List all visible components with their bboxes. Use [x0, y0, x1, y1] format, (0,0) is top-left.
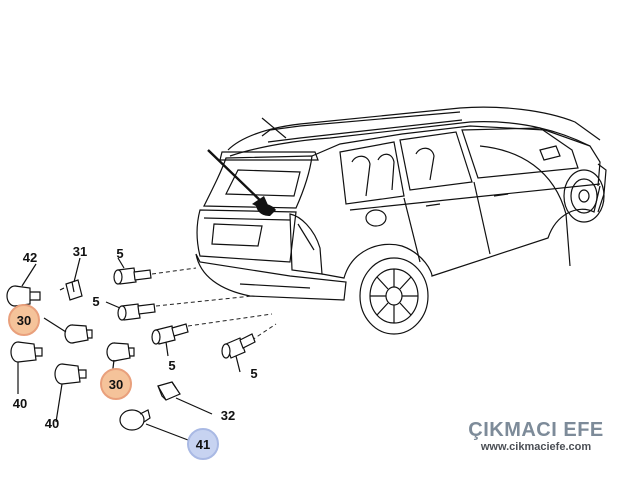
callout-5-c: 5	[168, 358, 175, 373]
part-41-cap	[119, 409, 151, 431]
part-31-bracket	[59, 279, 83, 301]
part-32-bracket	[157, 381, 181, 401]
part-30-clip-1	[64, 324, 93, 344]
callout-5-a: 5	[116, 246, 123, 261]
callout-5-b: 5	[92, 294, 99, 309]
leader-lines	[151, 267, 277, 345]
watermark-url: www.cikmaciefe.com	[480, 441, 591, 453]
highlight-30-b	[100, 368, 132, 400]
part-5-sensor-2	[117, 303, 156, 321]
callout-40-b: 40	[45, 416, 59, 431]
callout-32: 32	[221, 408, 235, 423]
callout-30-a: 30	[17, 313, 31, 328]
callout-30-b: 30	[109, 377, 123, 392]
callout-42: 42	[23, 250, 37, 265]
part-5-sensor-1	[113, 267, 152, 285]
callout-41: 41	[196, 437, 210, 452]
car-illustration	[195, 106, 607, 335]
highlight-30-a	[8, 304, 40, 336]
part-30-clip-2	[106, 342, 135, 362]
part-42-bezel	[6, 285, 41, 307]
part-5-sensor-4	[221, 333, 256, 359]
highlight-41	[187, 428, 219, 460]
part-40-housing-2	[54, 363, 87, 385]
part-40-housing-1	[10, 341, 43, 363]
watermark-brand: ÇIKMACI EFE	[468, 419, 604, 441]
callout-40-a: 40	[13, 396, 27, 411]
callout-31: 31	[73, 244, 87, 259]
pointer-arrow	[207, 149, 276, 216]
part-5-sensor-3	[151, 323, 189, 345]
callout-leaders	[17, 257, 241, 441]
callout-5-d: 5	[250, 366, 257, 381]
